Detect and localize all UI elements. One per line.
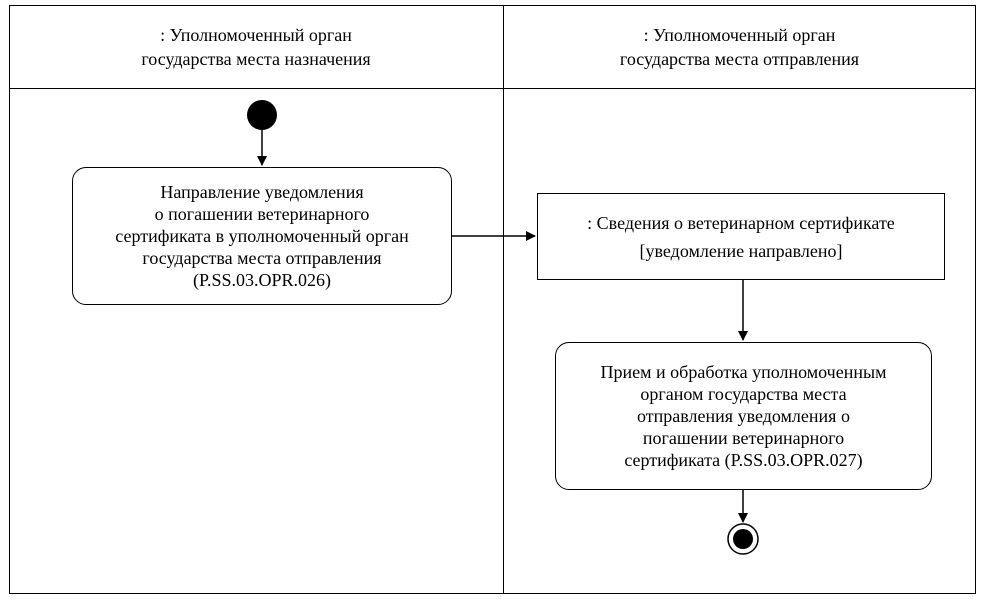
final-node: [727, 523, 759, 555]
action-send-notification: Направление уведомления о погашении вете…: [72, 167, 452, 305]
lane-header-departure-authority: : Уполномоченный орган государства места…: [619, 24, 860, 69]
header-divider: [9, 88, 976, 89]
lane-header-destination-authority: : Уполномоченный орган государства места…: [141, 24, 371, 69]
object-node-certificate-info: : Сведения о ветеринарном сертификате [у…: [537, 193, 945, 280]
action-receive-notification: Прием и обработка уполномоченным органом…: [555, 342, 932, 490]
initial-node: [247, 100, 277, 130]
swimlane-frame: [9, 5, 976, 594]
lane-divider-vertical: [503, 5, 504, 594]
